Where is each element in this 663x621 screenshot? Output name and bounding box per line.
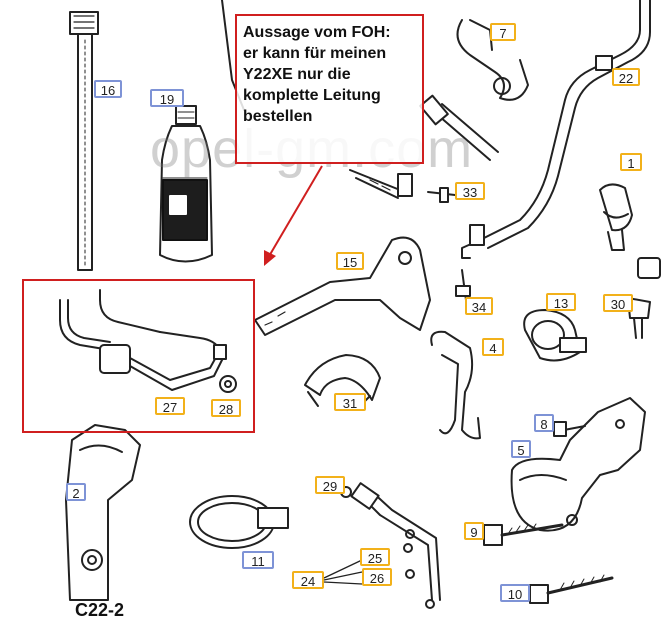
clip-4-part	[430, 330, 481, 440]
part-tag-24: 24	[292, 571, 324, 589]
sensor-1-part	[599, 183, 661, 279]
fuel-line-part	[461, 0, 651, 259]
pipe-24-part	[340, 482, 441, 609]
part-tag-15: 15	[336, 252, 364, 270]
part-tag-22: 22	[612, 68, 640, 86]
bracket-2-part	[65, 424, 141, 601]
part-tag-16: 16	[94, 80, 122, 98]
note-line: Y22XE nur die	[243, 66, 351, 83]
leader-lines-24	[323, 559, 363, 585]
note-line: Aussage vom FOH:	[243, 24, 391, 41]
bolt-9-part	[483, 523, 564, 546]
part-tag-4: 4	[482, 338, 504, 356]
part-tag-9: 9	[464, 522, 484, 540]
bottle-part	[159, 105, 213, 263]
highlight-box	[22, 279, 255, 433]
bracket-15-part	[254, 236, 431, 336]
highlighted-fuel-line	[59, 289, 237, 393]
bolt-upper	[419, 94, 499, 161]
part-tag-1: 1	[620, 153, 642, 171]
part-tag-30: 30	[603, 294, 633, 312]
part-tag-7: 7	[490, 23, 516, 41]
bolt-10-part	[529, 574, 614, 604]
part-tag-27: 27	[155, 397, 185, 415]
cable-tie-part	[69, 11, 99, 271]
note-box: Aussage vom FOH: er kann für meinen Y22X…	[235, 14, 424, 164]
part-tag-33: 33	[455, 182, 485, 200]
hose-clamp-11-part	[189, 495, 289, 549]
part-tag-28: 28	[211, 399, 241, 417]
part-tag-10: 10	[500, 584, 530, 602]
part-tag-26: 26	[362, 568, 392, 586]
note-line: komplette Leitung	[243, 87, 381, 104]
part-tag-34: 34	[465, 297, 493, 315]
part-tag-31: 31	[334, 393, 366, 411]
callout-arrow	[264, 165, 323, 266]
bolt-34-part	[455, 269, 471, 301]
part-tag-19: 19	[150, 89, 184, 107]
part-tag-2: 2	[66, 483, 86, 501]
bracket-5-part	[510, 397, 646, 532]
note-line: er kann für meinen	[243, 45, 387, 62]
bolt-33-part	[427, 187, 456, 203]
part-tag-25: 25	[360, 548, 390, 566]
part-tag-11: 11	[242, 551, 274, 569]
part-tag-29: 29	[315, 476, 345, 494]
note-line: bestellen	[243, 108, 313, 125]
part-tag-8: 8	[534, 414, 554, 432]
part-tag-13: 13	[546, 293, 576, 311]
clip-13-part	[523, 309, 587, 362]
bolt-8-part	[553, 421, 586, 437]
figure-code: C22-2	[75, 600, 125, 620]
part-tag-5: 5	[511, 440, 531, 458]
